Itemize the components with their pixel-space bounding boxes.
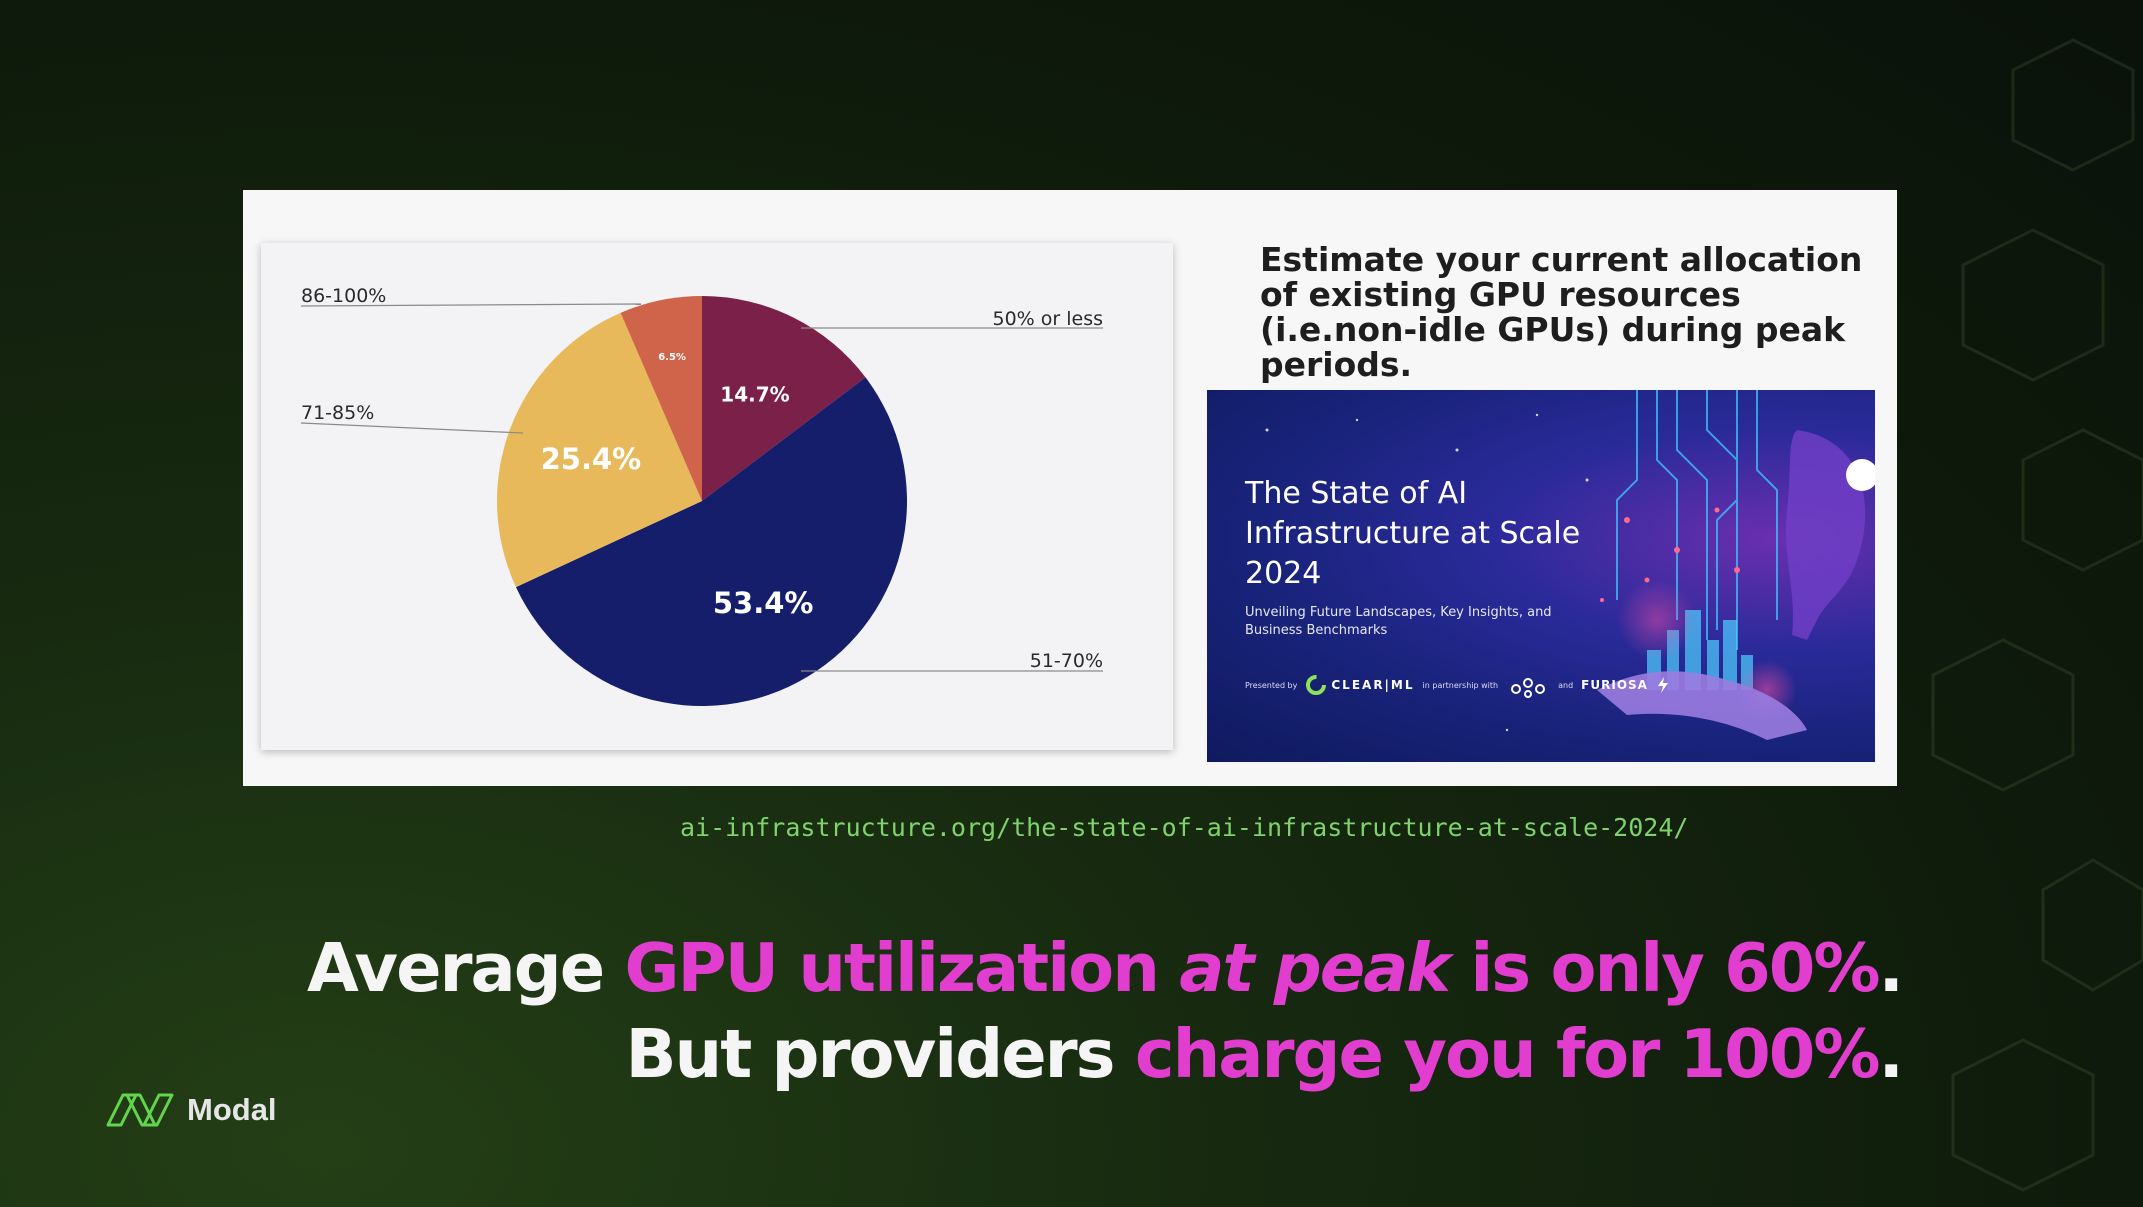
headline-highlight: is only 60% <box>1470 929 1880 1007</box>
callout-line-86-100 <box>300 303 642 307</box>
and-label: and <box>1558 680 1574 690</box>
callout-line-71-85 <box>300 422 524 434</box>
survey-question: Estimate your current allocation of exis… <box>1260 240 1863 384</box>
headline: Average GPU utilization at peak is only … <box>306 925 1904 1097</box>
pie-slice-51-70- <box>515 377 907 706</box>
pie-slice-71-85- <box>496 312 702 588</box>
callout-label-50-or-less: 50% or less <box>992 308 1103 330</box>
cover-city-illustration <box>1265 390 1875 740</box>
source-url[interactable]: ai-infrastructure.org/the-state-of-ai-in… <box>680 813 1689 842</box>
infrastructure-alliance-logo-icon <box>1511 678 1546 698</box>
headline-period: . <box>1878 1015 1904 1093</box>
furiosa-bolt-icon <box>1657 677 1668 693</box>
pie-chart-card: 86-100% 71-85% 50% or less 51-70% 14.7% 5… <box>261 243 1173 750</box>
headline-text: But providers <box>625 1015 1115 1093</box>
pie-value-label: 6.5% <box>658 352 686 363</box>
clearml-c-icon <box>1306 675 1327 695</box>
cover-subtitle: Unveiling Future Landscapes, Key Insight… <box>1245 605 1552 638</box>
pie-chart: 86-100% 71-85% 50% or less 51-70% 14.7% 5… <box>300 285 1103 706</box>
headline-line-1: Average GPU utilization at peak is only … <box>306 925 1904 1011</box>
pie-value-label: 53.4% <box>713 586 814 620</box>
report-cover-image: The State of AI Infrastructure at Scale … <box>1207 390 1875 762</box>
cover-sponsors: Presented by CLEAR|ML in partnership wit… <box>1245 670 1670 700</box>
headline-highlight: charge you for 100% <box>1134 1015 1881 1093</box>
callout-label-71-85: 71-85% <box>301 402 374 424</box>
callout-label-86-100: 86-100% <box>301 285 386 307</box>
screenshot-panel: 86-100% 71-85% 50% or less 51-70% 14.7% 5… <box>243 190 1897 786</box>
presented-by-label: Presented by <box>1245 680 1298 690</box>
furiosa-logo: FURIOSA <box>1581 678 1648 692</box>
modal-logo-text: Modal <box>187 1092 277 1127</box>
background-hexagon-decoration <box>1931 38 2143 1192</box>
headline-highlight-italic: at peak <box>1179 929 1451 1007</box>
modal-logo: Modal <box>105 1090 277 1130</box>
cover-title: The State of AI Infrastructure at Scale … <box>1245 476 1581 591</box>
partnership-label: in partnership with <box>1422 680 1499 690</box>
headline-period: . <box>1878 929 1904 1007</box>
headline-line-2: But providers charge you for 100%. <box>307 1011 1904 1097</box>
callout-label-51-70: 51-70% <box>1030 650 1103 672</box>
pie-value-label: 14.7% <box>720 383 789 407</box>
pie-slice-50-or-less <box>702 296 866 501</box>
clearml-logo: CLEAR|ML <box>1305 674 1414 696</box>
pie-slice-86-100- <box>620 296 702 501</box>
headline-highlight: GPU utilization <box>624 929 1160 1007</box>
headline-text: Average <box>306 929 605 1007</box>
clearml-text: CLEAR|ML <box>1331 678 1415 692</box>
pie-value-label: 25.4% <box>541 442 642 476</box>
modal-logo-icon <box>106 1093 174 1127</box>
